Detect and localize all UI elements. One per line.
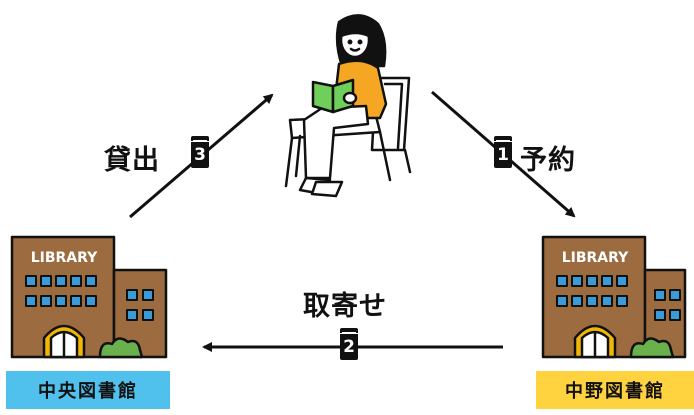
nakano-library-sign: LIBRARY [562, 250, 629, 266]
nakano-library-building-icon [541, 235, 687, 359]
step-1-book-icon: 1 [494, 136, 512, 168]
central-library-sign: LIBRARY [31, 250, 98, 266]
central-library-tag: 中央図書館 [6, 371, 170, 409]
step-1-number: 1 [497, 145, 509, 165]
step-3-label: 貸出 [104, 145, 160, 176]
step-1-label: 予約 [520, 145, 576, 176]
nakano-library-name: 中野図書館 [565, 381, 665, 402]
central-library-name: 中央図書館 [38, 381, 138, 402]
step-3-book-icon: 3 [191, 136, 209, 168]
step-2-book-icon: 2 [340, 328, 358, 360]
step-2-number: 2 [343, 337, 355, 357]
reading-person-icon [284, 14, 412, 198]
central-library-building-icon [10, 235, 168, 359]
step-3-number: 3 [194, 145, 206, 165]
step-2-label: 取寄せ [303, 291, 387, 322]
nakano-library-tag: 中野図書館 [536, 371, 694, 409]
